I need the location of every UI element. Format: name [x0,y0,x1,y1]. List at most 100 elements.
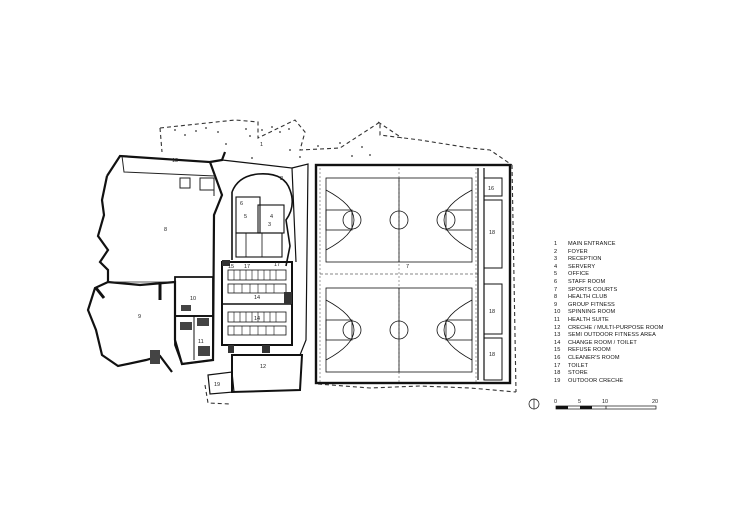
scale-label-0: 0 [554,399,557,405]
legend-item-label: CRECHE / MULTI-PURPOSE ROOM [568,324,664,331]
legend-item-label: SPORTS COURTS [568,286,618,293]
label-store-b: 18 [489,309,495,315]
label-toilet-b: 17 [274,262,280,268]
legend-item-number: 2 [554,248,558,255]
legend-item-number: 4 [554,263,558,270]
scale-label-20: 20 [652,399,658,405]
fitness-hatching [150,305,210,364]
label-group-fitness: 9 [138,314,141,320]
legend-item-label: OUTDOOR CRECHE [568,377,624,384]
legend-item: 5 OFFICE [554,271,704,279]
legend-item: 18 STORE [554,370,704,378]
north-arrow [528,398,540,410]
legend-item: 16 CLEANER'S ROOM [554,355,704,363]
canopy-columns [174,126,371,159]
label-change-room-a: 14 [254,295,260,301]
label-creche: 12 [260,364,266,370]
scale-label-5: 5 [578,399,581,405]
legend-item: 2 FOYER [554,249,704,257]
legend-item-label: SEMI OUTDOOR FITNESS AREA [568,332,656,339]
legend-item: 9 GROUP FITNESS [554,302,704,310]
central-core [207,159,309,395]
legend-item: 3 RECEPTION [554,256,704,264]
fixture-ticks [233,270,277,335]
legend-item-label: GROUP FITNESS [568,301,615,308]
legend-item-number: 3 [554,256,558,263]
legend-item-label: HEALTH CLUB [568,294,608,301]
legend-item-label: OFFICE [568,271,590,278]
legend-item-label: CLEANER'S ROOM [568,354,620,361]
service-room-blocks [222,260,292,353]
legend-item-number: 1 [554,241,558,247]
scale-bar: 0 5 10 20 [554,399,658,410]
legend-item: 19 OUTDOOR CRECHE [554,378,704,386]
legend-item-label: STAFF ROOM [568,278,606,285]
legend-item-number: 11 [554,316,561,323]
sports-hall [314,163,512,385]
legend-item: 11 HEALTH SUITE [554,317,704,325]
label-main-entrance: 1 [260,142,263,148]
legend-item-number: 10 [554,309,561,316]
legend-item: 14 CHANGE ROOM / TOILET [554,340,704,348]
canopy-outline [159,119,517,405]
court-guides [319,168,477,382]
change-room-fixtures [227,269,287,336]
label-change-room-b: 14 [254,316,260,322]
legend-item: 7 SPORTS COURTS [554,287,704,295]
label-toilet-a: 17 [244,264,250,270]
label-refuse-room: 15 [228,264,234,270]
legend-item: 17 TOILET [554,363,704,371]
label-cleaners-room: 16 [488,186,494,192]
legend-item-number: 12 [554,324,561,331]
fitness-rooms [174,276,214,365]
label-sports-courts: 7 [406,264,409,270]
legend-item-label: REFUSE ROOM [568,347,611,354]
legend-item-number: 19 [554,377,561,384]
legend-item-number: 13 [554,332,561,339]
label-store-a: 18 [489,230,495,236]
legend-item: 12 CRECHE / MULTI-PURPOSE ROOM [554,325,704,333]
label-staff-room: 6 [240,201,243,207]
label-health-club: 8 [164,227,167,233]
legend-item: 13 SEMI OUTDOOR FITNESS AREA [554,332,704,340]
legend-item-label: TOILET [568,362,589,369]
room-labels: 1 2 3 4 5 6 7 8 9 10 11 12 13 14 14 15 1… [138,142,495,388]
legend-item-label: HEALTH SUITE [568,316,609,323]
legend-item: 10 SPINNING ROOM [554,309,704,317]
legend-item-number: 15 [554,347,561,354]
label-office: 5 [244,214,247,220]
label-servery: 4 [270,214,273,220]
legend-item-number: 5 [554,271,558,278]
legend-item-label: SPINNING ROOM [568,309,616,316]
legend-item-number: 9 [554,301,558,308]
label-outdoor-creche: 19 [214,382,220,388]
legend-item-label: SERVERY [568,263,596,270]
legend-item-number: 7 [554,286,558,293]
label-health-suite: 11 [198,339,204,345]
legend-item-label: STORE [568,370,588,377]
label-store-c: 18 [489,352,495,358]
legend-item: 1 MAIN ENTRANCE [554,241,704,249]
legend-item-label: CHANGE ROOM / TOILET [568,339,637,346]
legend-item-number: 14 [554,339,561,346]
label-foyer: 2 [280,176,283,182]
legend-item: 6 STAFF ROOM [554,279,704,287]
label-semi-outdoor: 13 [172,158,178,164]
legend-item-number: 17 [554,362,561,369]
legend-item: 4 SERVERY [554,264,704,272]
legend-item: 8 HEALTH CLUB [554,294,704,302]
legend-item-label: FOYER [568,248,588,255]
legend-item: 15 REFUSE ROOM [554,347,704,355]
legend-item-number: 8 [554,294,558,301]
legend-item-number: 6 [554,278,558,285]
legend-item-number: 16 [554,354,561,361]
label-reception: 3 [268,222,271,228]
legend-item-label: MAIN ENTRANCE [568,241,616,247]
label-spinning-room: 10 [190,296,196,302]
legend-item-number: 18 [554,370,561,377]
semi-outdoor-area [121,155,216,196]
legend-item-label: RECEPTION [568,256,602,263]
scale-label-10: 10 [602,399,608,405]
